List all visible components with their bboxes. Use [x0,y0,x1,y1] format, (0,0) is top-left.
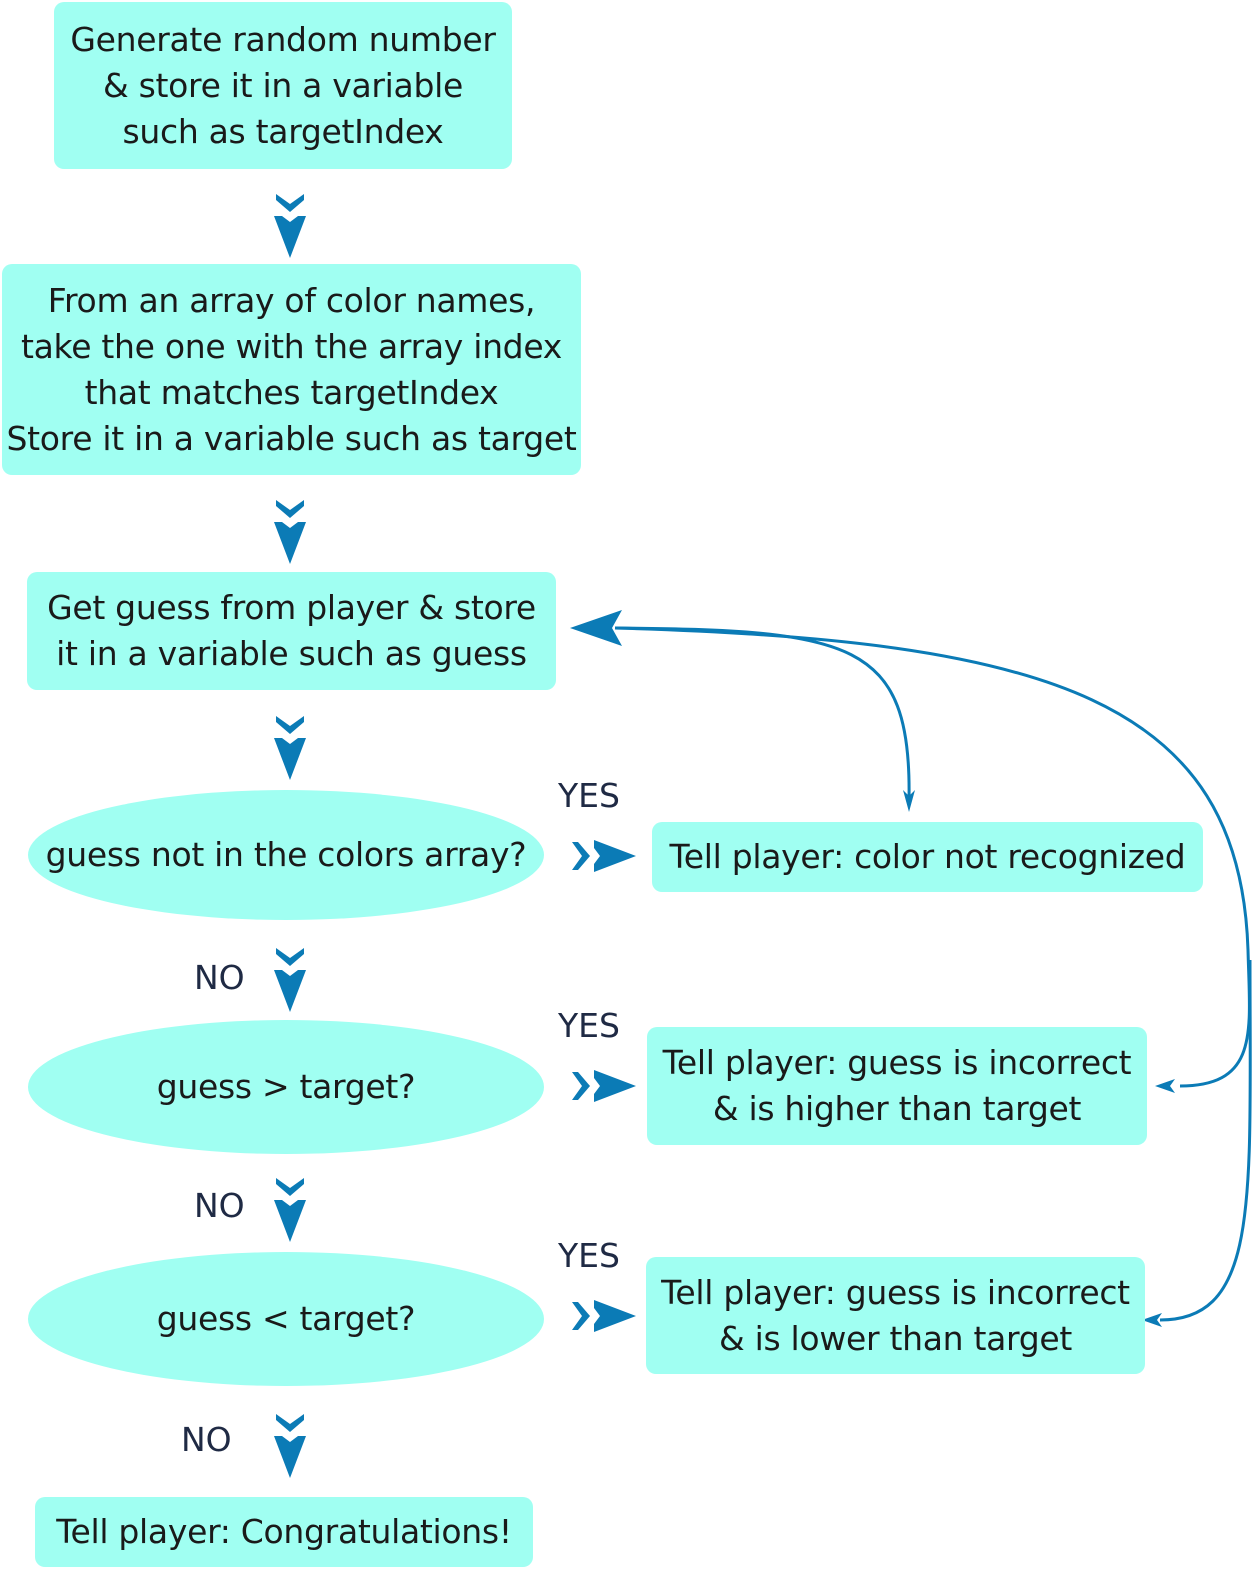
arrow-decision3-yes [572,1300,636,1332]
loop-from-result3 [1159,959,1252,1322]
arrow-decision1-no [274,948,306,1012]
decision-not-in-array-text: guess not in the colors array? [45,835,527,874]
loop-arrowhead [570,610,622,646]
step-generate-random-text: Generate random number & store it in a v… [70,19,496,151]
result-higher: Tell player: guess is incorrect & is hig… [647,1027,1147,1145]
decision-not-in-array: guess not in the colors array? [28,790,544,920]
label-yes-2: YES [558,1006,620,1045]
result-lower-text: Tell player: guess is incorrect & is low… [661,1272,1130,1358]
arrow-decision1-yes [572,840,636,872]
step-pick-color-text: From an array of color names, take the o… [6,280,577,458]
result-not-recognized: Tell player: color not recognized [652,822,1203,892]
label-yes-1: YES [558,776,620,815]
arrow-step3-to-decision1 [274,716,306,780]
result-higher-text: Tell player: guess is incorrect & is hig… [662,1043,1132,1128]
label-no-2: NO [194,1186,245,1225]
arrow-decision3-no [274,1414,306,1478]
step-get-guess: Get guess from player & store it in a va… [27,572,556,690]
label-yes-3: YES [558,1236,620,1275]
decision-greater-text: guess > target? [156,1067,416,1106]
loop-start-marker [903,790,915,812]
loop-from-result1 [614,626,911,801]
step-generate-random: Generate random number & store it in a v… [54,2,512,169]
decision-less-text: guess < target? [156,1299,416,1338]
result-not-recognized-text: Tell player: color not recognized [669,837,1186,876]
loop-from-result2 [614,626,1251,1088]
decision-less: guess < target? [28,1252,544,1386]
arrow-step2-to-step3 [274,500,306,564]
label-no-3: NO [181,1420,232,1459]
result-congratulations-text: Tell player: Congratulations! [56,1512,512,1551]
step-pick-color: From an array of color names, take the o… [2,264,581,475]
arrow-decision2-yes [572,1070,636,1102]
arrow-step1-to-step2 [274,194,306,258]
loop-start-marker [1155,1079,1175,1093]
result-lower: Tell player: guess is incorrect & is low… [646,1257,1145,1374]
decision-greater: guess > target? [28,1020,544,1154]
label-no-1: NO [194,958,245,997]
loop-start-marker [1142,1313,1162,1327]
result-congratulations: Tell player: Congratulations! [35,1497,533,1567]
step-get-guess-text: Get guess from player & store it in a va… [47,588,536,673]
arrow-decision2-no [274,1178,306,1242]
